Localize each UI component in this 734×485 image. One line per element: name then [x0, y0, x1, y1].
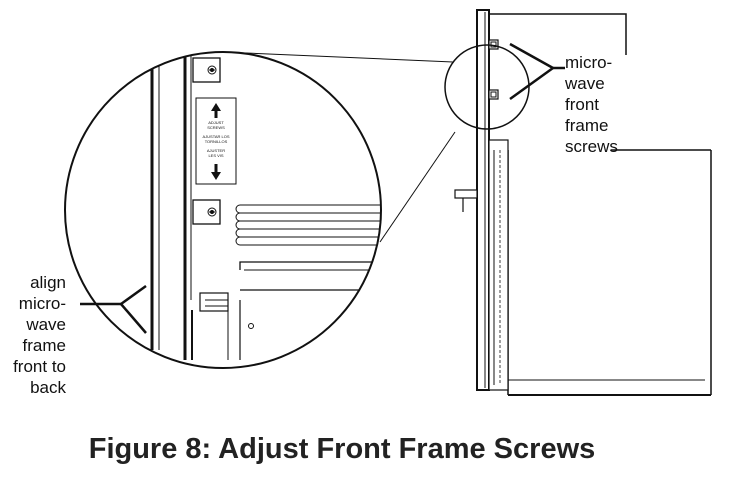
label-line-3: AJUSTAR LOS: [202, 134, 229, 139]
label-plate-text: ADJUST SCREWS AJUSTAR LOS TORNILLOS AJUS…: [202, 120, 229, 158]
left-callout-line-1: align: [30, 273, 66, 292]
left-callout-line-3: wave: [26, 315, 66, 334]
label-line-6: LES VIS: [208, 153, 223, 158]
frame-screws-callout: micro- wave front frame screws: [565, 52, 645, 157]
left-callout-line-6: back: [30, 378, 66, 397]
label-line-1: ADJUST: [208, 120, 224, 125]
right-callout-line-4: frame: [565, 116, 609, 135]
cabinet-outline: [488, 13, 627, 55]
label-line-2: SCREWS: [207, 125, 225, 130]
right-callout-line-5: screws: [565, 137, 618, 156]
microwave-handle: [454, 189, 478, 199]
left-callout-leader: [80, 284, 147, 334]
left-callout-line-4: frame: [22, 336, 66, 355]
magnifier-target-circle: [444, 44, 530, 130]
right-callout-line-2: wave: [565, 74, 605, 93]
left-callout-line-2: micro-: [18, 294, 66, 313]
microwave-front-frame: [476, 9, 490, 391]
figure-caption: Figure 8: Adjust Front Frame Screws: [88, 433, 596, 465]
magnifier-detail: [65, 52, 381, 368]
align-frame-callout: align micro- wave frame front to back: [2, 272, 66, 398]
magnifier-connector-lines: [221, 51, 456, 243]
right-callout-line-3: front: [565, 95, 600, 114]
left-callout-line-5: front to: [13, 357, 66, 376]
label-line-5: AJUSTER: [207, 148, 225, 153]
cabinet-and-microwave: [454, 9, 712, 396]
label-line-4: TORNILLOS: [205, 139, 228, 144]
right-callout-line-1: micro-: [565, 53, 613, 72]
magnifier-circle: [64, 51, 382, 369]
